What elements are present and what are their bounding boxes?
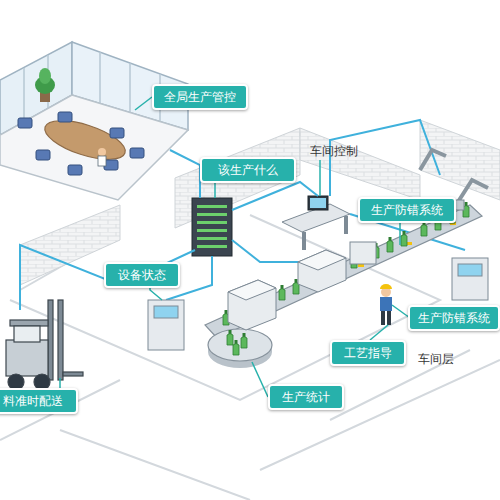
- area-label: 车间控制: [310, 144, 358, 158]
- callout-leaders: [60, 97, 410, 397]
- control-desk: [282, 196, 350, 250]
- callout-box: 生产统计: [268, 384, 344, 410]
- callout-box: 生产防错系统: [358, 197, 456, 223]
- callout-box: 该生产什么: [200, 157, 296, 183]
- callout-box: 工艺指导: [330, 340, 406, 366]
- office-room: [0, 42, 188, 200]
- network-wires: [20, 120, 465, 310]
- callout-text: 生产统计: [282, 390, 330, 404]
- callout-text: 生产防错系统: [371, 203, 443, 217]
- production-line: [205, 202, 482, 368]
- server-rack: [192, 198, 232, 256]
- worker: [380, 284, 392, 325]
- callout-text: 料准时配送: [3, 394, 63, 408]
- callout-text: 生产防错系统: [418, 311, 490, 325]
- callout-text: 该生产什么: [218, 163, 278, 177]
- area-label: 车间层: [418, 352, 454, 366]
- callout-text: 全局生产管控: [164, 90, 236, 104]
- callout-box: 料准时配送: [0, 388, 78, 414]
- callout-text: 设备状态: [118, 268, 166, 282]
- callout-box: 生产防错系统: [408, 305, 500, 331]
- callout-text: 工艺指导: [344, 346, 392, 360]
- forklift: [6, 300, 83, 390]
- callout-box: 设备状态: [104, 262, 180, 288]
- callout-box: 全局生产管控: [152, 84, 248, 110]
